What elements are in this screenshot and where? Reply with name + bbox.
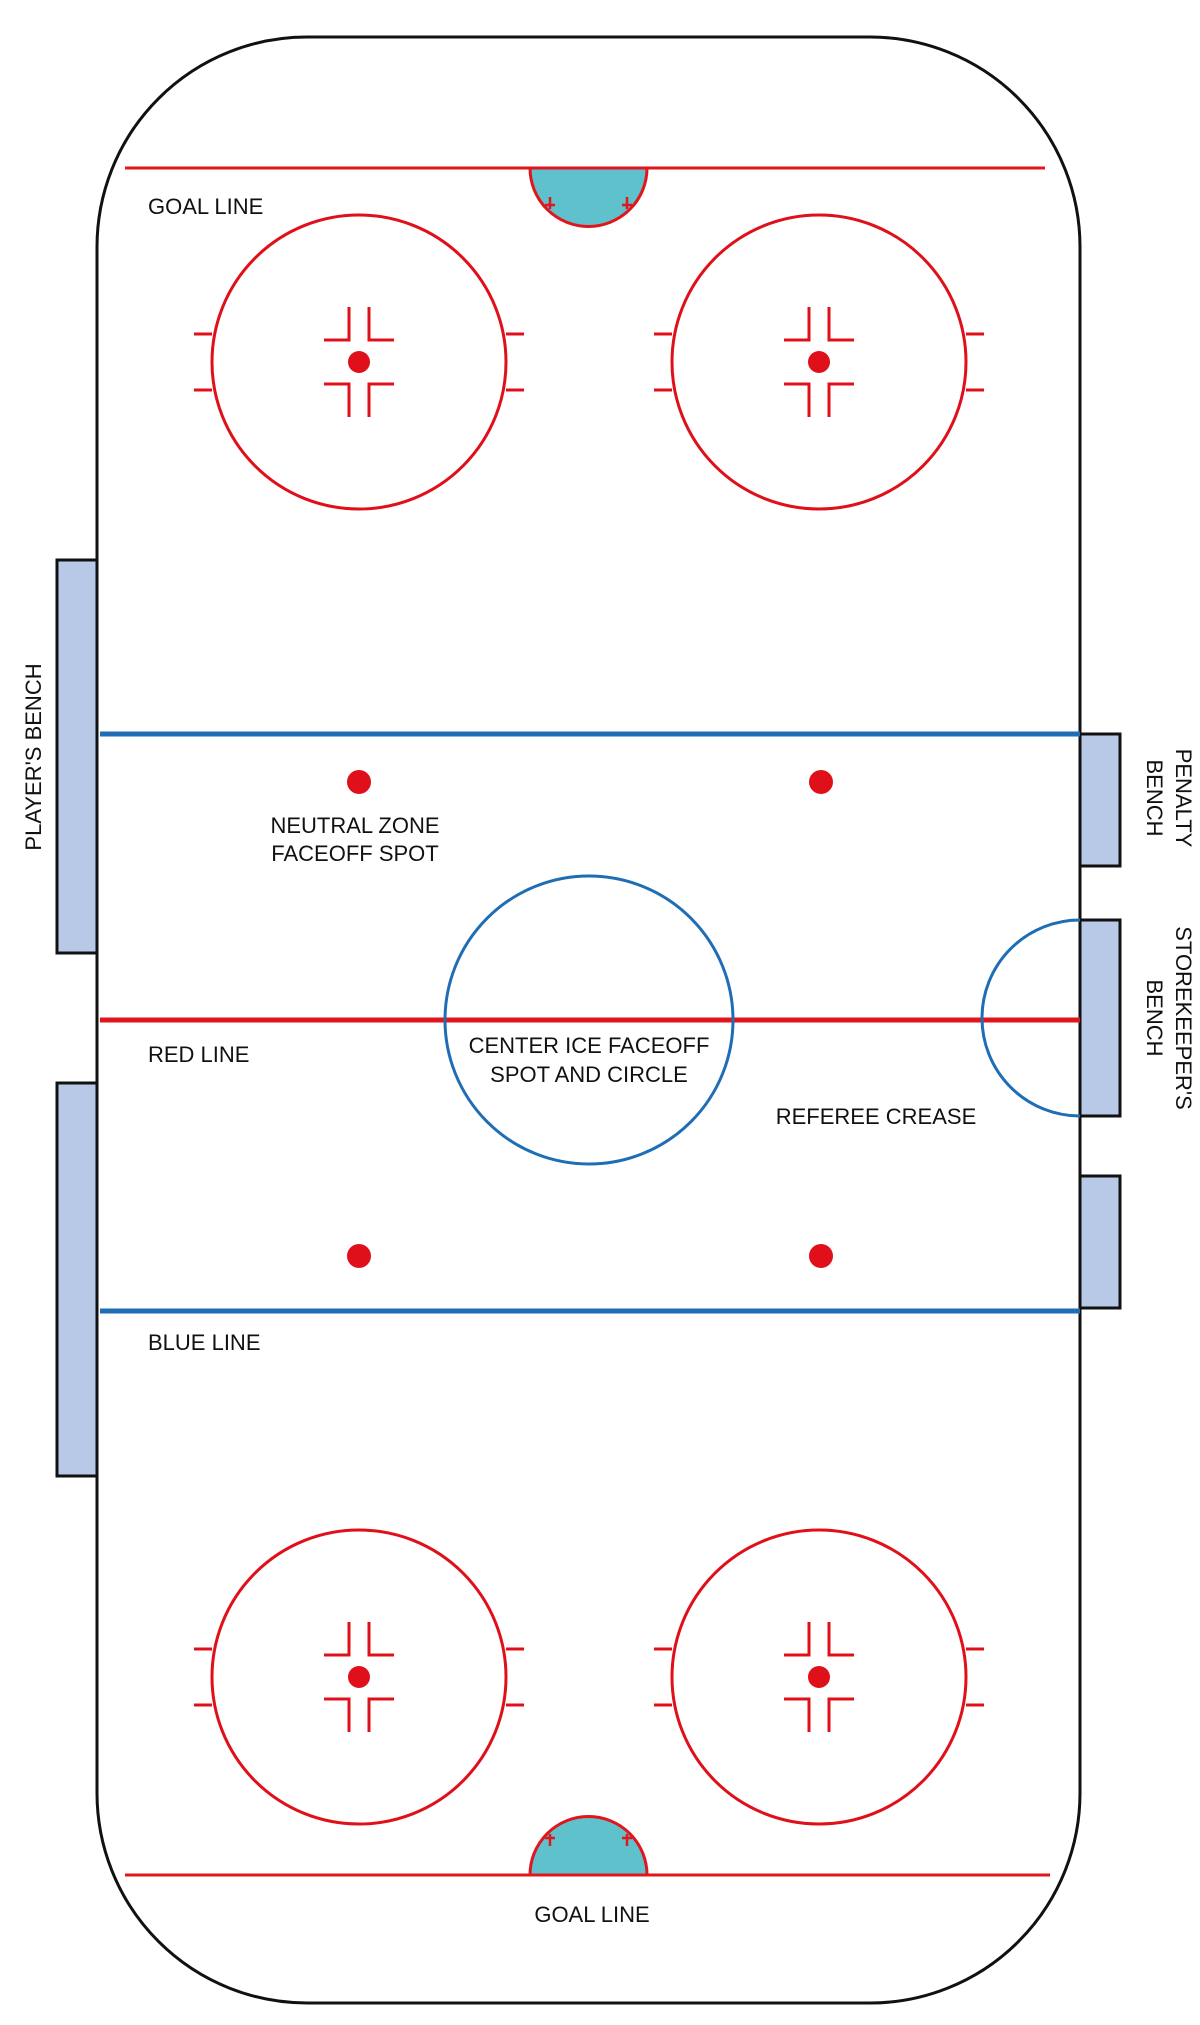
faceoff-l-mark xyxy=(367,382,394,417)
storekeeper-bench xyxy=(1076,918,1122,1118)
blue-line-label: BLUE LINE xyxy=(148,1330,261,1355)
faceoff-l-mark xyxy=(324,382,351,417)
faceoff-l-mark xyxy=(784,307,811,342)
goal-crease-bottom xyxy=(528,1815,649,1877)
faceoff-circle xyxy=(670,1528,968,1826)
faceoff-l-mark xyxy=(827,1697,854,1732)
players-bench-label: PLAYER'S BENCH xyxy=(21,663,46,850)
faceoff-spot xyxy=(808,1666,830,1688)
faceoff-circle xyxy=(670,213,968,511)
neutral-zone-faceoff-spot xyxy=(809,1244,833,1268)
end-zone-faceoff-circle-top-right xyxy=(654,213,984,511)
neutral-zone-label-line2: FACEOFF SPOT xyxy=(271,841,438,866)
goal-line-top-label: GOAL LINE xyxy=(148,194,263,219)
storekeeper-bench-label-line1: STOREKEEPER'S xyxy=(1171,926,1196,1110)
center-ice-circle xyxy=(443,874,735,1166)
faceoff-spot xyxy=(348,351,370,373)
faceoff-l-mark xyxy=(324,307,351,342)
end-zone-faceoff-circle-top-left xyxy=(194,213,524,511)
center-ice-label-line2: SPOT AND CIRCLE xyxy=(490,1062,688,1087)
storekeeper-bench-label-line2: BENCH xyxy=(1142,979,1167,1056)
goal-line-bottom-label: GOAL LINE xyxy=(534,1902,649,1927)
neutral-zone-faceoff-spot xyxy=(347,770,371,794)
penalty-bench-label-line2: BENCH xyxy=(1142,759,1167,836)
penalty-bench xyxy=(1076,732,1122,868)
faceoff-l-mark xyxy=(367,1622,394,1657)
neutral-zone-faceoff-spot xyxy=(809,770,833,794)
red-line-label: RED LINE xyxy=(148,1042,249,1067)
referee-crease xyxy=(980,918,1081,1118)
referee-crease-label: REFEREE CREASE xyxy=(776,1104,977,1129)
neutral-zone-label-line1: NEUTRAL ZONE xyxy=(270,813,439,838)
faceoff-l-mark xyxy=(324,1622,351,1657)
end-zone-faceoff-circle-bottom-left xyxy=(194,1528,524,1826)
faceoff-l-mark xyxy=(827,382,854,417)
goal-crease-top xyxy=(528,166,649,228)
faceoff-l-mark xyxy=(784,1622,811,1657)
faceoff-spot xyxy=(348,1666,370,1688)
faceoff-l-mark xyxy=(827,307,854,342)
faceoff-l-mark xyxy=(784,1697,811,1732)
players-bench-bottom xyxy=(55,1081,101,1478)
faceoff-spot xyxy=(808,351,830,373)
faceoff-l-mark xyxy=(367,307,394,342)
penalty-bench-lower xyxy=(1076,1174,1122,1310)
players-bench-top xyxy=(55,558,99,955)
center-ice-label-line1: CENTER ICE FACEOFF xyxy=(469,1033,710,1058)
neutral-zone-faceoff-spot xyxy=(347,1244,371,1268)
penalty-bench-label-line1: PENALTY xyxy=(1171,749,1196,848)
faceoff-l-mark xyxy=(367,1697,394,1732)
faceoff-circle xyxy=(210,213,508,511)
faceoff-l-mark xyxy=(784,382,811,417)
end-zone-faceoff-circle-bottom-right xyxy=(654,1528,984,1826)
faceoff-l-mark xyxy=(827,1622,854,1657)
faceoff-circle xyxy=(210,1528,508,1826)
faceoff-l-mark xyxy=(324,1697,351,1732)
